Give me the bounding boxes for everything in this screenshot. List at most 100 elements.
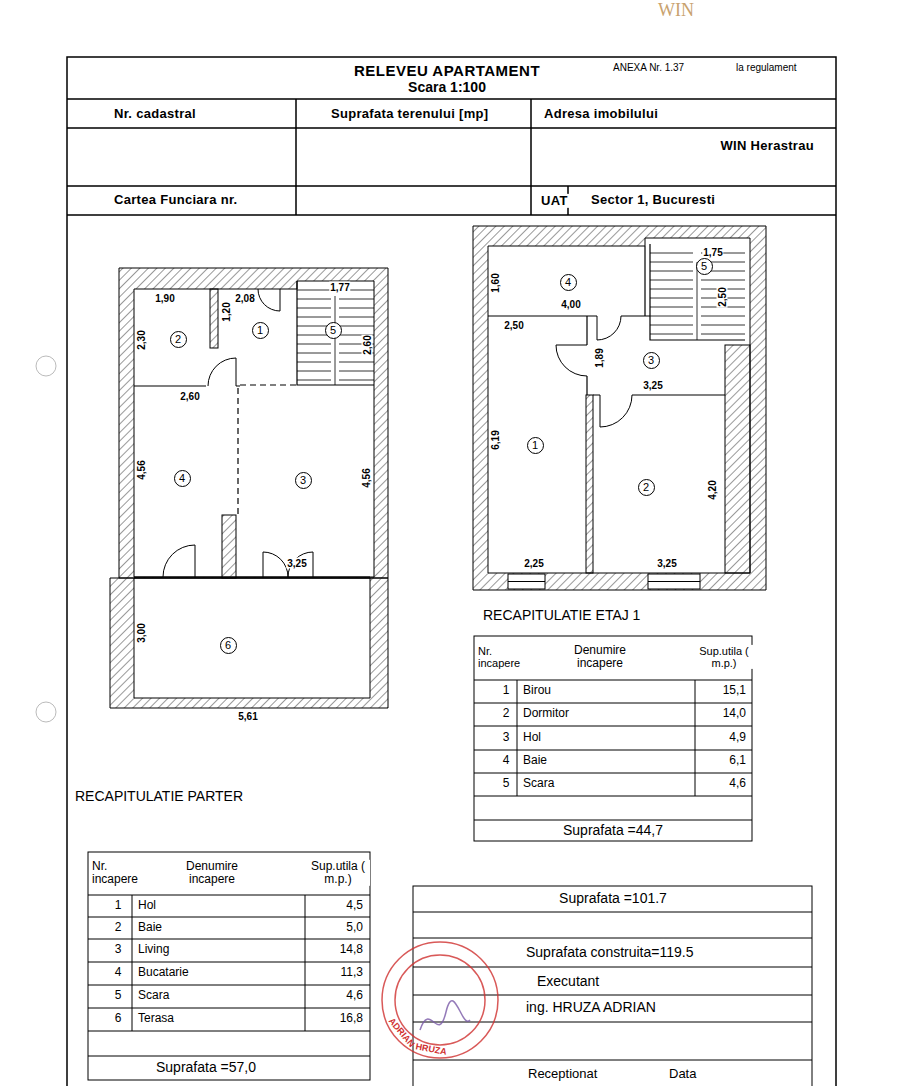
room-number: 1 — [257, 325, 263, 336]
header-cell: Nr. cadastral — [113, 107, 197, 121]
page-frame — [67, 57, 836, 1086]
room-number-circle: 2 — [638, 479, 655, 496]
header-cell: UAT — [540, 194, 569, 208]
dimension-label: 4,56 — [361, 467, 372, 488]
header-cell: Sector 1, Bucuresti — [590, 193, 716, 207]
scale-text: Scara 1:100 — [407, 80, 487, 95]
table-cell: 6,1 — [728, 754, 747, 767]
table-cell: 16,8 — [339, 1012, 364, 1025]
signature-field: Receptionat — [527, 1067, 598, 1081]
door-swing — [163, 545, 195, 577]
table-cell: 11,3 — [340, 966, 364, 979]
dimension-label: 1,60 — [490, 272, 501, 293]
table-cell: 1 — [502, 684, 511, 697]
dimension-label: 4,00 — [560, 299, 581, 310]
table-cell: 4 — [114, 966, 123, 979]
dimension-label: 1,90 — [154, 293, 175, 304]
table-cell: Terasa — [137, 1012, 175, 1025]
interior-wall — [488, 244, 745, 395]
hatched-wall — [222, 515, 236, 578]
door-swing — [600, 395, 632, 427]
door-swing — [556, 345, 587, 376]
header-grid — [67, 99, 836, 215]
table-cell: 14,0 — [722, 707, 747, 720]
dimension-label: 1,77 — [329, 282, 350, 293]
table-grid — [88, 852, 370, 1080]
punch-hole — [36, 702, 56, 722]
dimension-label: 2,25 — [523, 558, 544, 569]
table-cell: 2 — [502, 707, 511, 720]
dimension-label: 3,00 — [136, 622, 147, 643]
dimension-label: 2,50 — [503, 320, 524, 331]
room-number: 2 — [175, 334, 181, 345]
signature-field: Executant — [536, 974, 600, 989]
table-grid — [474, 680, 752, 820]
header-cell: WIN Herastrau — [720, 139, 815, 153]
dimension-label: 2,60 — [179, 391, 200, 402]
dimension-label: 1,75 — [702, 247, 723, 258]
table-cell: 4 — [502, 754, 511, 767]
door-swing — [597, 316, 621, 340]
table-header: Denumire incapere — [174, 860, 251, 886]
room-number-circle: 4 — [560, 274, 577, 291]
table-cell: 5 — [502, 777, 511, 790]
area-total: Suprafata =101.7 — [558, 891, 668, 906]
room-number-circle: 3 — [295, 472, 312, 489]
dimension-label: 2,08 — [234, 293, 255, 304]
room-number: 5 — [330, 325, 336, 336]
hatched-wall — [586, 395, 593, 573]
room-number: 2 — [643, 482, 649, 493]
header-cell: Adresa imobilului — [543, 107, 659, 121]
table-cell: 4,5 — [345, 899, 364, 912]
annex-note: ANEXA Nr. 1.37 — [612, 62, 685, 73]
table-cell: Birou — [522, 684, 552, 697]
dimension-label: 5,61 — [237, 711, 258, 722]
room-number: 4 — [179, 473, 185, 484]
table-cell: Scara — [522, 777, 555, 790]
dimension-label: 1,89 — [594, 347, 605, 368]
table-title: RECAPITULATIE ETAJ 1 — [482, 608, 641, 623]
room-number: 3 — [300, 475, 306, 486]
room-number-circle: 3 — [643, 352, 660, 369]
table-cell: 5,0 — [345, 921, 364, 934]
interior-wall — [134, 281, 374, 577]
table-grid — [474, 636, 752, 841]
table-header: Sup.utila ( m.p.) — [306, 860, 370, 886]
signature-field: Data — [668, 1067, 697, 1081]
dimension-label: 2,50 — [717, 286, 728, 307]
logo-text: WIN — [657, 1, 695, 21]
punch-hole — [36, 356, 56, 376]
stair-treads — [297, 290, 374, 385]
dimension-label: 4,56 — [136, 459, 147, 480]
table-cell: Dormitor — [522, 707, 570, 720]
area-total: Suprafata =57,0 — [155, 1060, 257, 1075]
table-header: Nr. incapere — [477, 645, 534, 669]
door-swing — [208, 358, 236, 386]
table-cell: Living — [137, 943, 170, 956]
document-title: RELEVEU APARTAMENT — [353, 63, 541, 80]
room-number-circle: 5 — [325, 322, 342, 339]
stamp-text: ADRIAN — [385, 1016, 416, 1051]
window — [508, 581, 700, 582]
table-cell: 15,1 — [722, 684, 747, 697]
annex-note: la regulament — [735, 62, 798, 73]
table-cell: Hol — [522, 731, 542, 744]
table-cell: 4,6 — [728, 777, 747, 790]
area-total: Suprafata construita=119.5 — [525, 945, 694, 960]
stair-treads — [650, 253, 745, 340]
hatched-wall — [725, 345, 750, 573]
stamp-ring — [395, 955, 485, 1045]
table-cell: 3 — [502, 731, 511, 744]
table-title: RECAPITULATIE PARTER — [74, 789, 244, 804]
table-cell: Scara — [137, 989, 170, 1002]
table-cell: 6 — [114, 1012, 123, 1025]
area-total: Suprafata =44,7 — [562, 823, 664, 838]
hatched-wall — [210, 289, 218, 348]
table-cell: 2 — [114, 921, 123, 934]
room-number-circle: 1 — [252, 322, 269, 339]
room-number-circle: 1 — [527, 437, 544, 454]
room-number: 1 — [532, 440, 538, 451]
room-number-circle: 6 — [220, 637, 237, 654]
dimension-label: 3,25 — [642, 380, 663, 391]
